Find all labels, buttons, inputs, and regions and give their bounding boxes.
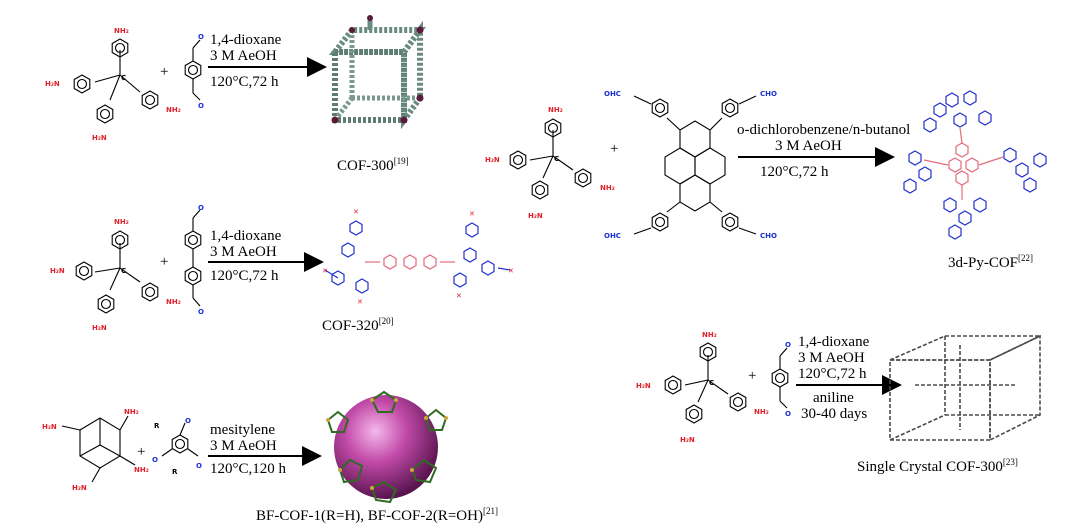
svg-text:NH₂: NH₂ [600,184,615,192]
svg-text:H₂N: H₂N [92,134,107,142]
product-label-cof300: COF-300[19] [337,156,409,174]
svg-text:NH₂: NH₂ [548,106,563,114]
amine-monomer-4: NH₂ H₂N H₂N NH₂ C [485,106,615,220]
svg-text:✕: ✕ [353,208,359,216]
svg-text:NH₂: NH₂ [124,408,139,416]
product-label-cof320: COF-320[20] [322,316,394,334]
svg-text:✕: ✕ [322,267,328,275]
svg-text:aniline: aniline [813,390,854,406]
svg-text:NH₂: NH₂ [166,298,181,306]
reaction-cof320: NH₂ H₂N H₂N NH₂ C + O O 1,4-dioxane 3 [50,204,514,334]
svg-text:H₂N: H₂N [92,324,107,332]
svg-text:CHO: CHO [760,90,777,98]
svg-text:+: + [137,444,145,460]
svg-text:H₂N: H₂N [680,436,695,444]
svg-text:H₂N: H₂N [485,156,500,164]
svg-text:30-40 days: 30-40 days [801,406,867,422]
svg-text:3 M AeOH: 3 M AeOH [210,438,277,454]
svg-text:120°C,72 h: 120°C,72 h [760,164,829,180]
svg-text:CHO: CHO [760,232,777,240]
svg-text:NH₂: NH₂ [166,106,181,114]
svg-text:H₂N: H₂N [636,382,651,390]
reaction-cof300: NH₂ H₂N H₂N NH₂ C + O O 1,4-dioxane 3 M … [45,15,426,174]
svg-text:NH₂: NH₂ [702,331,717,339]
svg-text:C: C [121,74,126,82]
svg-text:C: C [709,379,714,387]
svg-text:+: + [748,368,756,384]
svg-text:H₂N: H₂N [45,80,60,88]
svg-text:120°C,72 h: 120°C,72 h [798,366,867,382]
svg-text:1,4-dioxane: 1,4-dioxane [798,334,870,350]
svg-text:H₂N: H₂N [42,423,57,431]
svg-text:OHC: OHC [604,232,621,240]
reaction-pycof: NH₂ H₂N H₂N NH₂ C + OHC CHO [485,90,1047,271]
plus-sign: + [160,64,168,80]
svg-text:✕: ✕ [508,267,514,275]
svg-text:NH₂: NH₂ [114,218,129,226]
amine-monomer-5: NH₂ H₂N H₂N NH₂ C [636,331,769,444]
svg-text:3 M AeOH: 3 M AeOH [210,48,277,64]
svg-text:o-dichlorobenzene/n-butanol: o-dichlorobenzene/n-butanol [737,122,910,138]
svg-text:O: O [152,456,158,464]
aldehyde-monomer-5: O O [771,341,791,418]
product-label-bfcof: BF-COF-1(R=H), BF-COF-2(R=OH)[21] [256,506,498,524]
svg-text:H₂N: H₂N [72,484,87,492]
svg-text:✕: ✕ [357,298,363,306]
svg-text:NH₂: NH₂ [754,408,769,416]
svg-text:O: O [198,33,204,41]
conditions-sccof300: 1,4-dioxane 3 M AeOH 120°C,72 h aniline … [796,334,902,422]
svg-text:O: O [185,417,191,425]
svg-text:H₂N: H₂N [528,212,543,220]
svg-text:OHC: OHC [604,90,621,98]
svg-text:✕: ✕ [469,210,475,218]
amine-monomer-2: NH₂ H₂N H₂N NH₂ C [50,218,181,332]
bfcof-cage-sphere-image [326,390,448,504]
adamantane-amine: H₂N NH₂ NH₂ H₂N [42,408,149,492]
svg-text:mesitylene: mesitylene [210,422,275,438]
aldehyde-monomer-1: O O [184,33,204,110]
cof300-framework-image [328,15,426,130]
sccof300-framework-image [889,334,1041,442]
svg-text:✕: ✕ [456,292,462,300]
conditions-bfcof: mesitylene 3 M AeOH 120°C,120 h [208,422,322,477]
reaction-bfcof: H₂N NH₂ NH₂ H₂N + O O O R R mesitylene 3… [42,390,498,524]
svg-text:1,4-dioxane: 1,4-dioxane [210,228,282,244]
svg-text:O: O [198,308,204,316]
svg-text:O: O [785,410,791,418]
svg-text:H₂N: H₂N [50,267,65,275]
svg-text:120°C,72 h: 120°C,72 h [210,74,279,90]
svg-text:120°C,120 h: 120°C,120 h [210,461,287,477]
reaction-sccof300: NH₂ H₂N H₂N NH₂ C + O O 1,4-dioxane 3 M … [636,331,1041,475]
nh2-label: NH₂ [114,27,129,35]
product-label-sccof300: Single Crystal COF-300[23] [857,457,1018,475]
pycof-framework-image [903,90,1047,240]
conditions-pycof: o-dichlorobenzene/n-butanol 3 M AeOH 120… [737,122,910,180]
svg-text:3 M AeOH: 3 M AeOH [210,244,277,260]
biphenyl-dialdehyde: O O [184,204,204,316]
svg-text:R: R [154,422,160,430]
conditions-cof320: 1,4-dioxane 3 M AeOH 120°C,72 h [208,228,324,284]
conditions-cof300: 1,4-dioxane 3 M AeOH 120°C,72 h [208,32,327,90]
trialdehyde-monomer: O O O R R [152,417,202,476]
svg-text:C: C [554,155,559,163]
svg-text:3 M AeOH: 3 M AeOH [798,350,865,366]
svg-text:+: + [160,254,168,270]
cof320-framework-image: ✕ ✕ ✕ ✕ ✕ ✕ [322,208,514,306]
svg-text:O: O [196,462,202,470]
svg-text:R: R [172,468,178,476]
svg-text:120°C,72 h: 120°C,72 h [210,268,279,284]
amine-monomer-1: NH₂ H₂N H₂N NH₂ C [45,27,181,142]
svg-text:3 M AeOH: 3 M AeOH [775,138,842,154]
svg-text:+: + [610,141,618,157]
svg-text:1,4-dioxane: 1,4-dioxane [210,32,282,48]
svg-text:O: O [785,341,791,349]
svg-text:NH₂: NH₂ [134,466,149,474]
svg-text:O: O [198,102,204,110]
svg-text:C: C [121,267,126,275]
pyrene-tetraaldehyde: OHC CHO OHC CHO [604,90,777,240]
svg-text:O: O [198,204,204,212]
product-label-pycof: 3d-Py-COF[22] [948,253,1033,271]
